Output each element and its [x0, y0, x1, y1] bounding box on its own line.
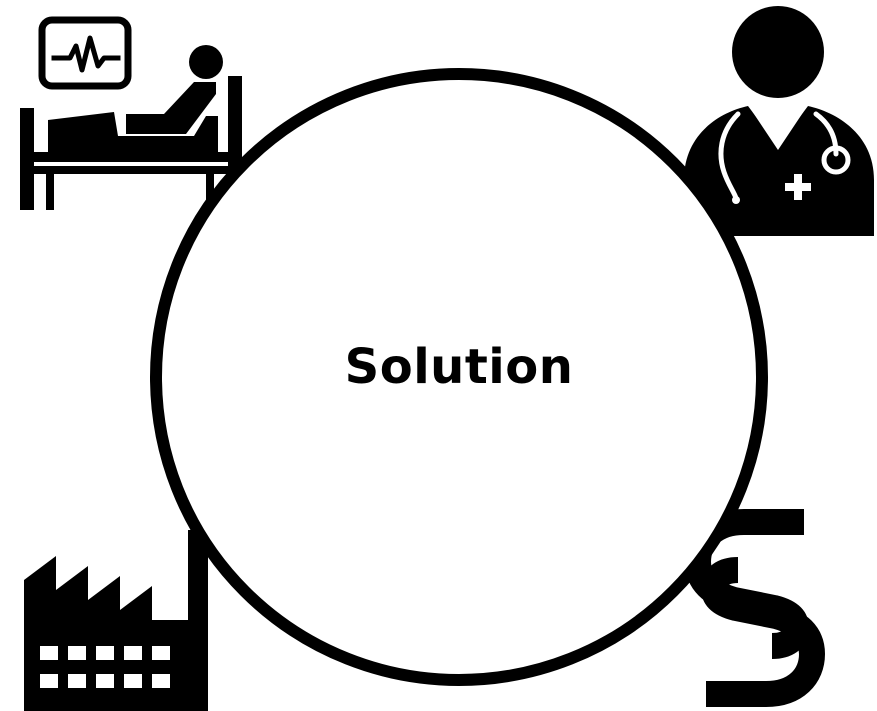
doctor-stethoscope-icon: [680, 4, 877, 236]
factory-icon: [24, 520, 232, 711]
circle-label: Solution: [344, 339, 574, 395]
solution-circle: Solution: [150, 68, 768, 686]
patient-bed-monitor-icon: [18, 16, 248, 210]
